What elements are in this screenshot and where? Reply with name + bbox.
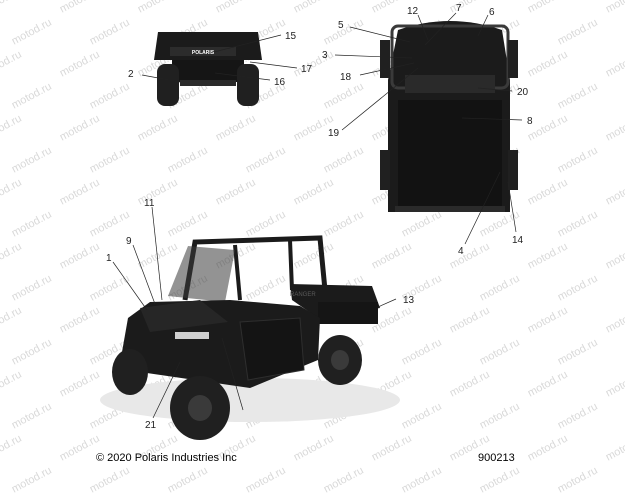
top-rear-bumper bbox=[395, 206, 505, 212]
callout-6: 6 bbox=[489, 7, 495, 18]
three-quarter-vehicle: RANGER bbox=[100, 235, 400, 440]
watermark-text: motod.ru bbox=[555, 464, 600, 496]
hood bbox=[140, 300, 228, 332]
callout-14: 14 bbox=[512, 235, 524, 246]
callout-7: 7 bbox=[456, 3, 462, 14]
callout-17: 17 bbox=[301, 64, 313, 75]
watermark-text: motod.ru bbox=[477, 464, 522, 496]
watermark-text: motod.ru bbox=[9, 464, 54, 496]
callout-11: 11 bbox=[144, 198, 155, 209]
top-front-left-wheel bbox=[380, 40, 390, 78]
watermark-text: motod.ru bbox=[165, 464, 210, 496]
top-view-vehicle bbox=[380, 21, 518, 212]
callout-2: 2 bbox=[128, 69, 134, 80]
top-front-right-wheel bbox=[508, 40, 518, 78]
callout-12: 12 bbox=[407, 6, 419, 17]
part-number: 900213 bbox=[478, 452, 515, 464]
top-cargo-bed bbox=[398, 100, 502, 206]
callout-1: 1 bbox=[106, 253, 112, 264]
copyright-text: © 2020 Polaris Industries Inc bbox=[96, 452, 237, 464]
callout-19: 19 bbox=[328, 128, 340, 139]
tailgate-panel bbox=[170, 47, 236, 56]
tailgate-logo: POLARIS bbox=[192, 50, 215, 56]
callout-16: 16 bbox=[274, 77, 286, 88]
callout-3: 3 bbox=[322, 50, 328, 61]
watermark-text: motod.ru bbox=[243, 464, 288, 496]
rear-chassis bbox=[172, 60, 244, 82]
front-right-hub bbox=[188, 395, 212, 421]
cargo-bed-text: RANGER bbox=[290, 292, 316, 298]
rear-right-wheel bbox=[237, 64, 259, 106]
watermark-text: motod.ru bbox=[399, 464, 444, 496]
callout-18: 18 bbox=[340, 72, 352, 83]
watermark-text: motod.ru bbox=[321, 464, 366, 496]
callout-9: 9 bbox=[126, 236, 132, 247]
rear-view-vehicle: POLARIS bbox=[154, 32, 262, 106]
rear-right-hub bbox=[331, 350, 349, 370]
callout-13: 13 bbox=[403, 295, 415, 306]
top-rear-right-wheel bbox=[508, 150, 518, 190]
top-rear-left-wheel bbox=[380, 150, 390, 190]
callouts: 1 2 3 4 5 6 7 8 9 11 12 13 14 15 16 17 1… bbox=[106, 3, 533, 431]
watermark-text: motod.ru bbox=[87, 464, 132, 496]
door-panel bbox=[239, 317, 305, 381]
headlight bbox=[175, 332, 209, 339]
top-seat bbox=[405, 75, 495, 93]
callout-15: 15 bbox=[285, 31, 297, 42]
callout-20: 20 bbox=[517, 87, 529, 98]
callout-5: 5 bbox=[338, 20, 344, 31]
diagram-canvas: POLARIS bbox=[100, 3, 533, 440]
windshield bbox=[168, 246, 235, 302]
cargo-box-side bbox=[318, 302, 378, 324]
rear-hitch bbox=[180, 80, 236, 86]
callout-21: 21 bbox=[145, 420, 157, 431]
roll-cage-mid bbox=[233, 239, 294, 301]
leader-lines bbox=[112, 12, 523, 419]
callout-4: 4 bbox=[458, 246, 464, 257]
rear-left-wheel bbox=[157, 64, 179, 106]
callout-8: 8 bbox=[527, 116, 533, 127]
front-left-wheel bbox=[112, 349, 148, 395]
